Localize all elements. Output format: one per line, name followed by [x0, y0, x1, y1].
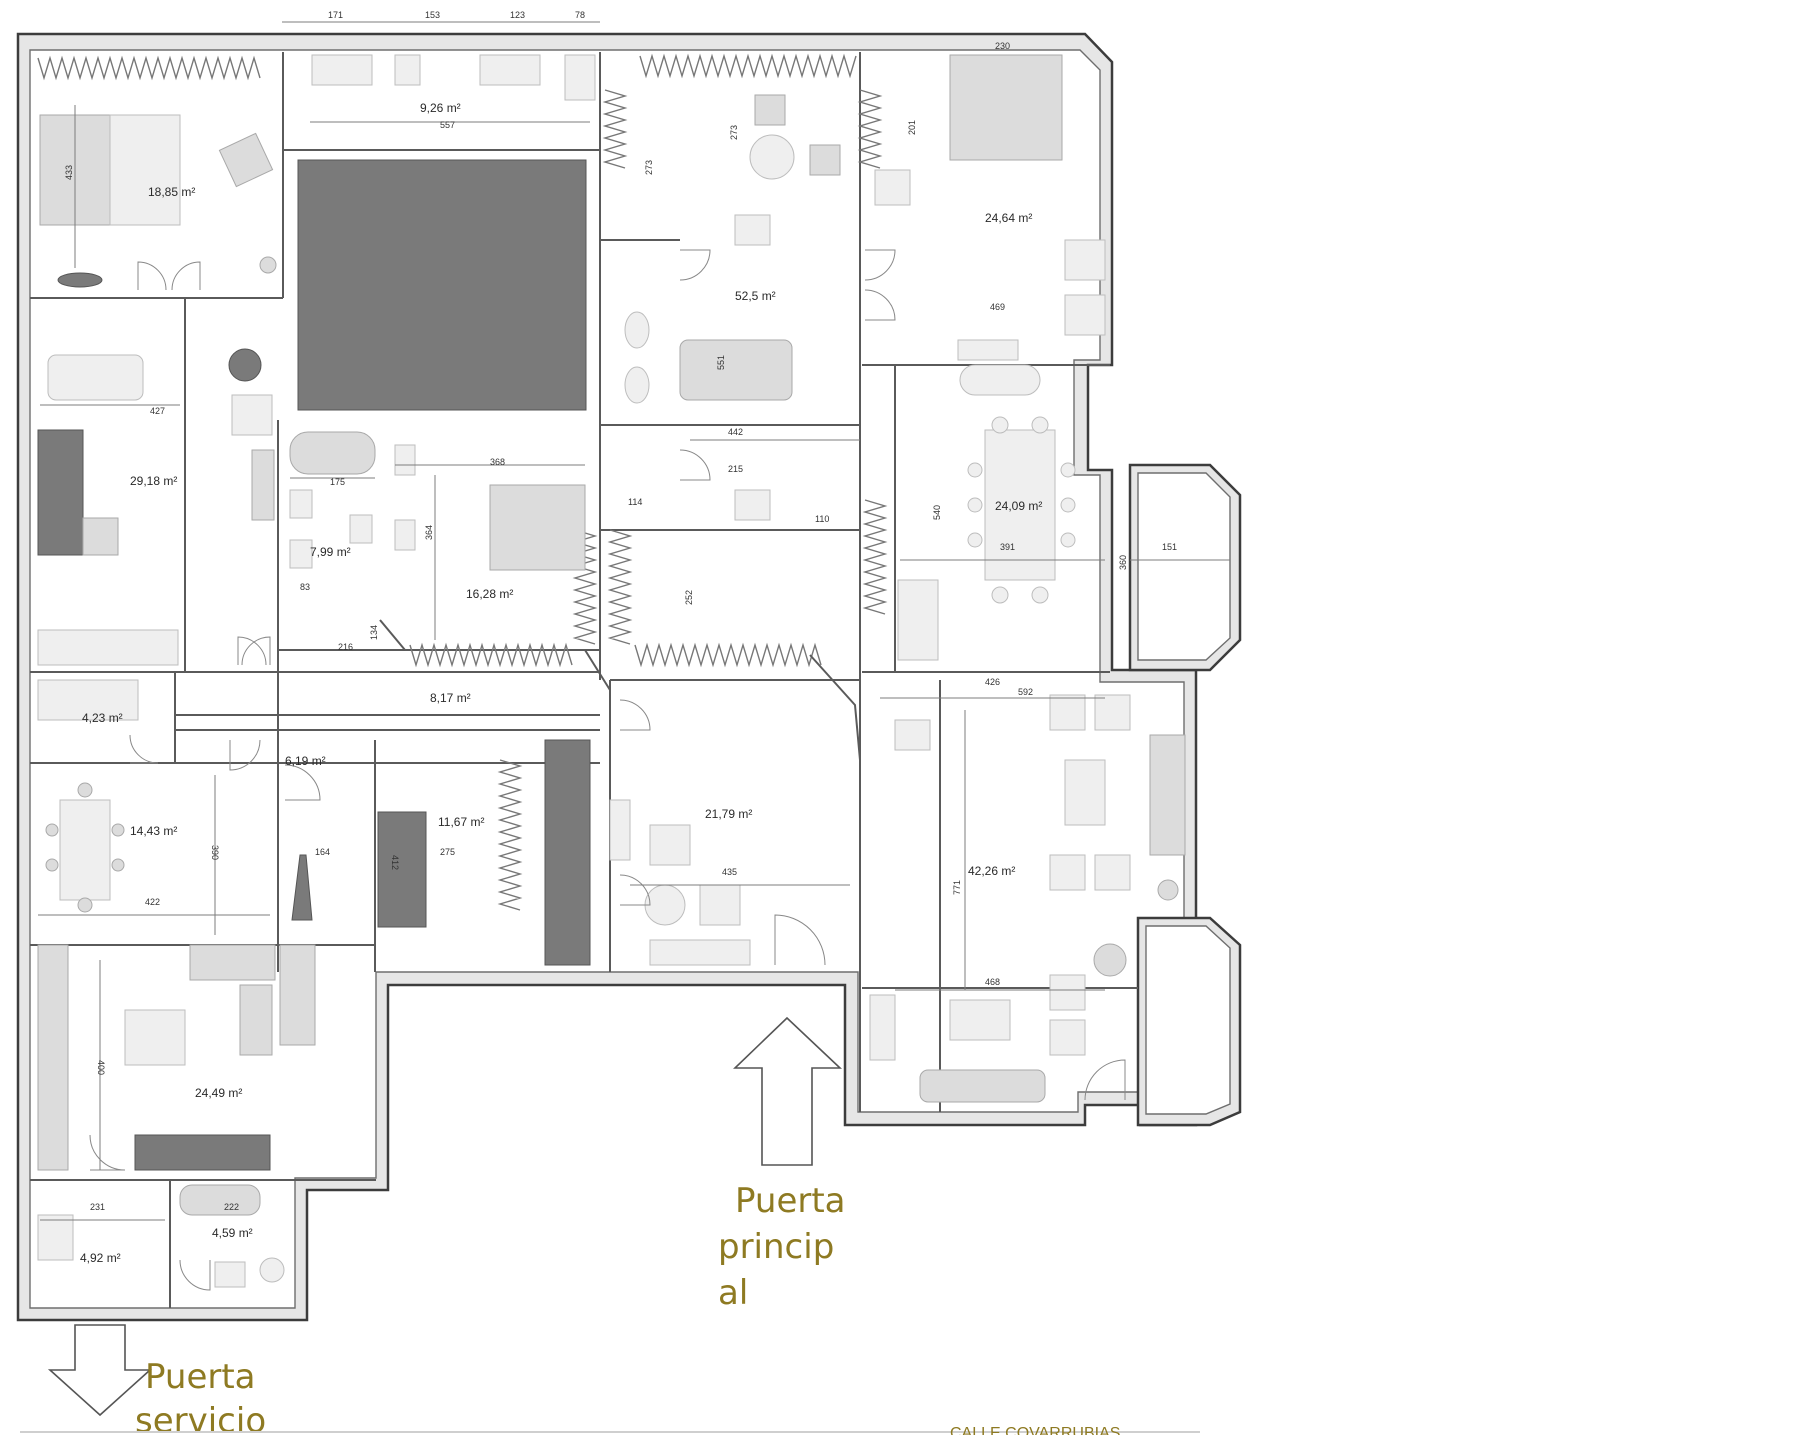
- service-door-label-line-2: servicio: [135, 1401, 266, 1435]
- room-area-4-92: 4,92 m²: [80, 1251, 121, 1265]
- dim-551: 551: [716, 355, 726, 370]
- dim-123: 123: [510, 10, 525, 20]
- building-outline: [16, 32, 1198, 1322]
- wardrobes: [37, 53, 888, 966]
- dim-540: 540: [932, 505, 942, 520]
- dim-771: 771: [952, 880, 962, 895]
- dim-427: 427: [150, 406, 165, 416]
- dim-252: 252: [684, 590, 694, 605]
- dim-364: 364: [424, 525, 434, 540]
- main-door-label-line-3: al: [718, 1273, 748, 1313]
- room-area-11-67: 11,67 m²: [438, 815, 484, 829]
- bay-window-east: [1128, 463, 1242, 672]
- room-area-18-85: 18,85 m²: [148, 185, 195, 199]
- room-area-24-64: 24,64 m²: [985, 211, 1032, 225]
- service-door-label: Puerta servicio: [135, 1357, 266, 1435]
- dim-114: 114: [628, 497, 642, 507]
- dim-368: 368: [490, 457, 505, 467]
- dim-275: 275: [440, 847, 455, 857]
- dim-422: 422: [145, 897, 160, 907]
- room-area-8-17: 8,17 m²: [430, 691, 471, 705]
- dim-151: 151: [1162, 542, 1177, 552]
- dim-164: 164: [315, 847, 330, 857]
- dim-391: 391: [1000, 542, 1015, 552]
- room-area-24-49: 24,49 m²: [195, 1086, 242, 1100]
- doors: [89, 249, 1126, 1291]
- dim-231: 231: [90, 1202, 105, 1212]
- dim-400: 400: [96, 1060, 106, 1075]
- dim-390: 390: [210, 845, 220, 860]
- dim-230: 230: [995, 41, 1010, 51]
- dim-469: 469: [990, 302, 1005, 312]
- room-area-21-79: 21,79 m²: [705, 807, 752, 821]
- dim-426: 426: [985, 677, 1000, 687]
- dim-78: 78: [575, 10, 585, 20]
- main-door-label-line-1: Puerta: [735, 1181, 846, 1221]
- corridor-walls: [175, 619, 861, 761]
- dim-557: 557: [440, 120, 455, 130]
- bay-window-southeast: [1136, 916, 1242, 1127]
- dim-468: 468: [985, 977, 1000, 987]
- dim-442: 442: [728, 427, 743, 437]
- dim-153: 153: [425, 10, 440, 20]
- dim-433: 433: [64, 165, 74, 180]
- dim-435: 435: [722, 867, 737, 877]
- room-area-42-26: 42,26 m²: [968, 864, 1015, 878]
- room-area-labels: 18,85 m² 9,26 m² 52,5 m² 24,64 m² 29,18 …: [80, 101, 1042, 1265]
- service-door-label-line-1: Puerta: [145, 1357, 256, 1397]
- furniture: [37, 54, 1186, 1288]
- main-door-label-line-2: princip: [718, 1227, 834, 1267]
- dim-412: 412: [390, 855, 400, 870]
- room-area-29-18: 29,18 m²: [130, 474, 177, 488]
- room-area-4-23: 4,23 m²: [82, 711, 123, 725]
- room-area-24-09: 24,09 m²: [995, 499, 1042, 513]
- room-area-16-28: 16,28 m²: [466, 587, 513, 601]
- main-entrance-arrow-icon: [733, 1016, 843, 1166]
- service-entrance-arrow-icon: [47, 1324, 153, 1417]
- dim-134: 134: [369, 625, 379, 640]
- dim-222: 222: [224, 1202, 239, 1212]
- room-area-7-99: 7,99 m²: [310, 545, 351, 559]
- room-area-6-19: 6,19 m²: [285, 754, 326, 768]
- dimension-labels: 171 153 123 78 230 557 433 273 273 201 4…: [64, 10, 1177, 1212]
- dim-360: 360: [1118, 555, 1128, 570]
- dim-215: 215: [728, 464, 743, 474]
- dim-273-b: 273: [644, 160, 654, 175]
- dim-201: 201: [907, 120, 917, 135]
- room-area-9-26: 9,26 m²: [420, 101, 461, 115]
- dim-171: 171: [328, 10, 343, 20]
- dimension-lines: [38, 21, 1230, 1221]
- dim-592: 592: [1018, 687, 1033, 697]
- room-area-4-59: 4,59 m²: [212, 1226, 253, 1240]
- dim-83: 83: [300, 582, 310, 592]
- main-door-label: Puerta princip al: [718, 1181, 846, 1313]
- dim-175: 175: [330, 477, 345, 487]
- dim-110: 110: [815, 514, 829, 524]
- dim-273-a: 273: [729, 125, 739, 140]
- dim-216: 216: [338, 642, 353, 652]
- courtyard-block: [297, 159, 587, 411]
- room-area-52-5: 52,5 m²: [735, 289, 776, 303]
- room-area-14-43: 14,43 m²: [130, 824, 177, 838]
- street-label: CALLE COVARRUBIAS: [950, 1425, 1120, 1435]
